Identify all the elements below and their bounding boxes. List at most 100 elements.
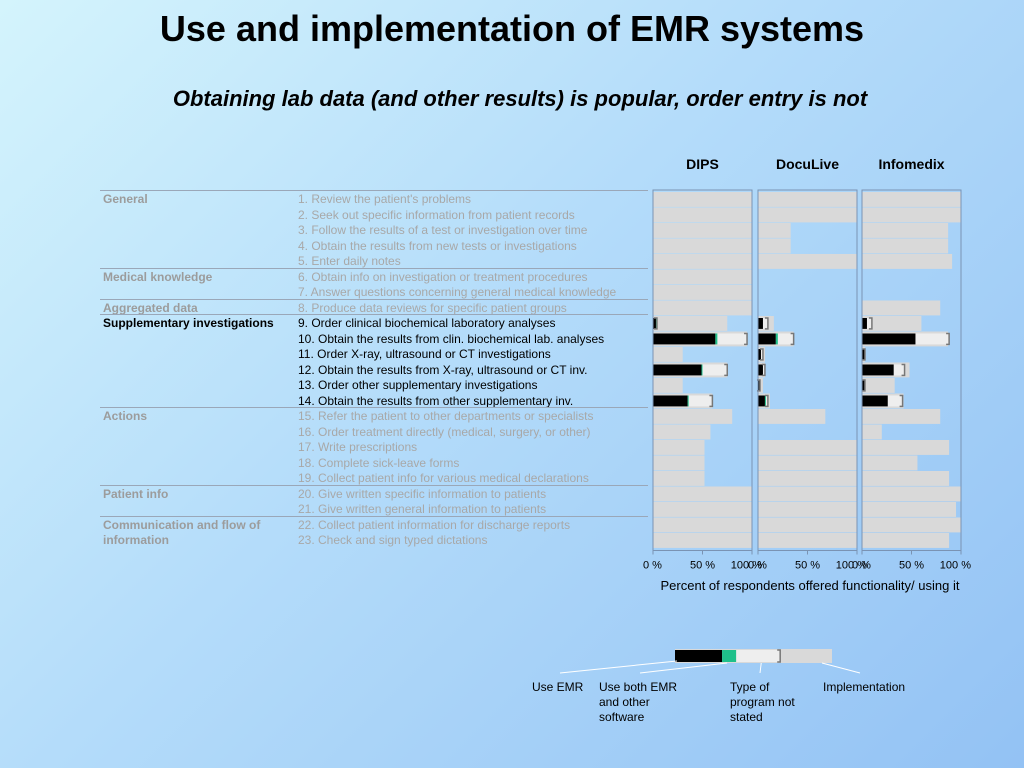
- bar-bracket: [709, 394, 714, 408]
- group-separator: [100, 314, 648, 315]
- group-separator: [100, 267, 648, 269]
- bar-not-stated: [915, 333, 950, 345]
- item-label: 23. Check and sign typed dictations: [298, 533, 488, 547]
- bar-use-emr: [862, 364, 894, 376]
- bar-not-stated: [760, 349, 763, 360]
- bar-implementation: [758, 254, 857, 269]
- axis-caption: Percent of respondents offered functiona…: [660, 578, 960, 593]
- legend-leader-both: [639, 662, 728, 674]
- bar-not-stated: [887, 395, 903, 407]
- item-label: 19. Collect patient info for various med…: [298, 471, 589, 485]
- x-tick-label: 100 %: [836, 560, 867, 572]
- item-label: 7. Answer questions concerning general m…: [298, 285, 617, 299]
- bar-not-stated: [765, 395, 768, 407]
- bar-implementation: [653, 440, 705, 455]
- bar-implementation: [653, 316, 728, 331]
- bar-bracket: [764, 317, 769, 330]
- bar-implementation: [758, 455, 857, 471]
- item-label: 5. Enter daily notes: [298, 254, 401, 268]
- bar-implementation: [862, 409, 941, 424]
- legend-leader-use-emr: [559, 660, 678, 674]
- bar-implementation: [653, 455, 705, 471]
- legend-label-not-stated: Type of program not stated: [730, 680, 795, 724]
- bar-not-stated: [762, 364, 765, 376]
- group-separator: [100, 190, 648, 191]
- bar-bracket: [790, 332, 795, 346]
- page-title: Use and implementation of EMR systems: [159, 8, 865, 49]
- panel-title-infomedix: Infomedix: [878, 156, 945, 172]
- item-label: 2. Seek out specific information from pa…: [298, 207, 575, 222]
- group-label: Aggregated data: [103, 300, 198, 315]
- bar-implementation: [862, 517, 961, 533]
- legend-label-both: Use both EMR and other software: [599, 680, 678, 724]
- bar-implementation: [758, 533, 857, 548]
- legend-swatch-use-emr: [675, 650, 723, 662]
- bar-implementation: [862, 533, 950, 548]
- bar-bracket: [861, 348, 866, 361]
- x-tick-label: 0 %: [852, 560, 871, 572]
- bar-use-emr: [758, 349, 761, 360]
- bar-implementation: [653, 192, 752, 207]
- item-label: 4. Obtain the results from new tests or …: [298, 238, 577, 253]
- item-label: 13. Order other supplementary investigat…: [298, 378, 538, 392]
- x-tick-label: 100 %: [940, 560, 971, 572]
- group-label: Medical knowledge: [103, 269, 213, 284]
- bar-bracket: [653, 317, 658, 330]
- group-label: Communication and flow of information: [103, 517, 261, 547]
- item-label: 3. Follow the results of a test or inves…: [298, 223, 588, 237]
- bar-bracket: [759, 348, 764, 361]
- bar-not-stated: [688, 395, 713, 407]
- bar-implementation: [862, 378, 895, 393]
- bar-implementation: [653, 207, 752, 223]
- item-label: 20. Give written specific information to…: [298, 486, 547, 501]
- bar-not-stated: [893, 364, 905, 376]
- bar-use-emr: [862, 333, 916, 345]
- bar-implementation: [862, 254, 953, 269]
- bar-implementation: [653, 471, 705, 486]
- bar-bracket: [764, 394, 769, 408]
- group-label: Patient info: [103, 486, 169, 501]
- bar-implementation: [758, 517, 857, 533]
- legend-swatch-both: [722, 650, 737, 662]
- bar-implementation: [653, 486, 752, 502]
- bar-bracket: [946, 332, 950, 346]
- legend-leader-not-stated: [759, 662, 762, 674]
- bar-bracket: [899, 394, 904, 408]
- bar-use-emr: [758, 333, 776, 345]
- x-tick-label: 0 %: [748, 560, 767, 572]
- group-label: General: [103, 192, 148, 206]
- bar-use-emr: [758, 318, 763, 329]
- x-tick-label: 50 %: [899, 560, 924, 572]
- bar-implementation: [653, 223, 752, 238]
- bar-bracket: [724, 363, 728, 377]
- item-label: 12. Obtain the results from X-ray, ultra…: [298, 362, 588, 377]
- bar-bracket: [901, 363, 906, 377]
- legend-bracket: [777, 649, 781, 663]
- bar-implementation: [653, 424, 711, 440]
- bar-implementation: [653, 502, 752, 517]
- bar-use-emr: [862, 318, 867, 329]
- legend-label-implementation: Implementation: [823, 680, 906, 694]
- bar-implementation: [653, 347, 683, 362]
- bar-implementation: [758, 238, 791, 254]
- item-label: 9. Order clinical biochemical laboratory…: [298, 316, 556, 330]
- panel-dips: 0 %50 %100 %: [643, 189, 762, 572]
- legend-swatch-not-stated: [736, 650, 781, 662]
- bar-bracket: [761, 363, 766, 377]
- panel-infomedix: 0 % 50 % 100 %: [852, 189, 971, 572]
- bar-use-emr: [653, 318, 656, 329]
- bar-both: [764, 395, 766, 407]
- group-separator: [100, 298, 648, 300]
- bar-implementation: [653, 409, 733, 424]
- bar-bracket: [868, 317, 873, 330]
- bar-implementation: [758, 440, 857, 455]
- bar-bracket: [861, 379, 866, 392]
- legend-label-use-emr: Use EMR: [532, 680, 584, 694]
- bar-use-emr: [862, 380, 865, 391]
- item-label: 17. Write prescriptions: [298, 440, 418, 454]
- bar-not-stated: [762, 318, 768, 329]
- bar-implementation: [862, 440, 950, 455]
- x-tick-label: 100 %: [731, 560, 762, 572]
- bar-implementation: [862, 192, 961, 207]
